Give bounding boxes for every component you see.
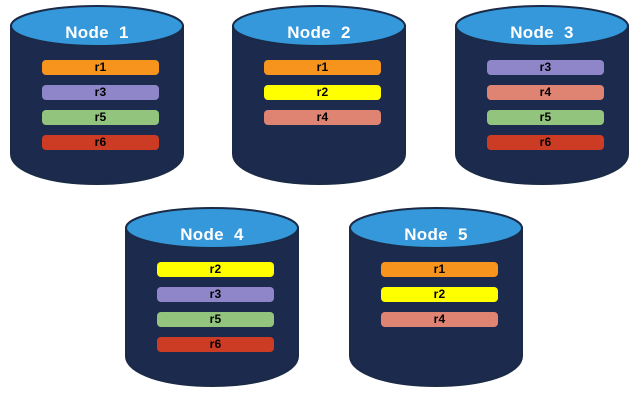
- replica-bar-r6[interactable]: r6: [157, 337, 274, 352]
- replica-bar-r5[interactable]: r5: [157, 312, 274, 327]
- replica-bar-r1[interactable]: r1: [381, 262, 498, 277]
- replica-bar-r2[interactable]: r2: [264, 85, 381, 100]
- replica-bar-r2[interactable]: r2: [381, 287, 498, 302]
- replica-bar-r4[interactable]: r4: [381, 312, 498, 327]
- replica-bar-r5[interactable]: r5: [42, 110, 159, 125]
- replica-bar-r3[interactable]: r3: [42, 85, 159, 100]
- replica-bar-r1[interactable]: r1: [264, 60, 381, 75]
- cylinder-top-ellipse: [349, 207, 523, 249]
- replica-bar-r6[interactable]: r6: [42, 135, 159, 150]
- replica-bar-r4[interactable]: r4: [487, 85, 604, 100]
- cylinder-top-ellipse: [10, 5, 184, 47]
- replica-bar-r2[interactable]: r2: [157, 262, 274, 277]
- replica-bar-r3[interactable]: r3: [157, 287, 274, 302]
- replica-list: r3 r4 r5 r6: [487, 60, 604, 150]
- replica-bar-r6[interactable]: r6: [487, 135, 604, 150]
- replica-list: r1 r2 r4: [381, 262, 498, 327]
- replica-list: r1 r2 r4: [264, 60, 381, 125]
- cylinder-top-ellipse: [125, 207, 299, 249]
- cylinder-top-ellipse: [455, 5, 629, 47]
- replica-bar-r5[interactable]: r5: [487, 110, 604, 125]
- cylinder-top-ellipse: [232, 5, 406, 47]
- replica-bar-r1[interactable]: r1: [42, 60, 159, 75]
- replica-bar-r4[interactable]: r4: [264, 110, 381, 125]
- replica-bar-r3[interactable]: r3: [487, 60, 604, 75]
- replica-list: r2 r3 r5 r6: [157, 262, 274, 352]
- replica-list: r1 r3 r5 r6: [42, 60, 159, 150]
